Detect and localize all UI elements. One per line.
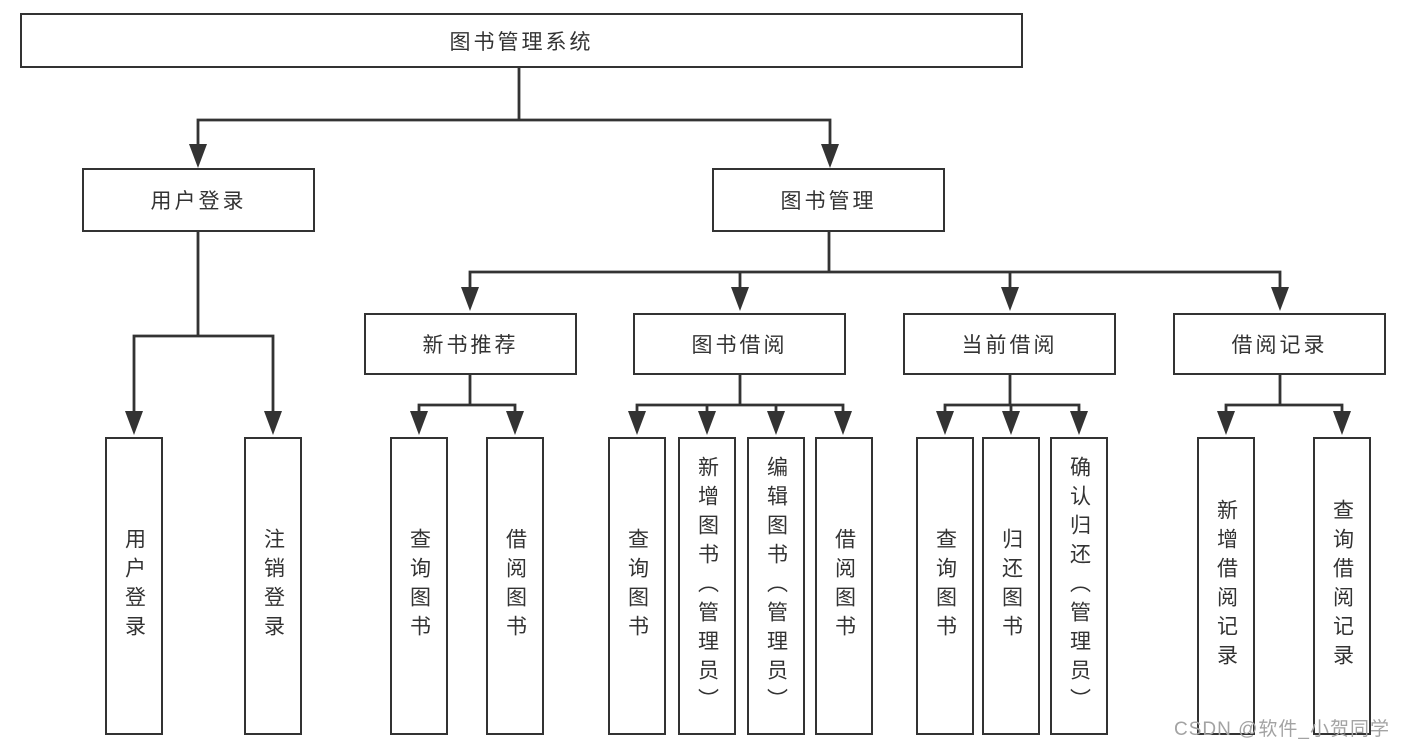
node-root-label: 图书管理系统 [449,30,594,54]
connector-user-login [132,230,275,422]
arrowhead-book-borrowing [731,287,749,311]
leaf-confirm-return-admin-label: 确认归还（管理员） [1067,455,1091,717]
leaf-query-books-rec: 查询图书 [390,437,448,735]
connector-book-management [468,230,1282,294]
node-borrow-records-label: 借阅记录 [1231,334,1328,357]
arrowhead-user-login [189,144,207,168]
node-book-management-label: 图书管理 [780,190,877,213]
leaf-confirm-return-admin: 确认归还（管理员） [1050,437,1108,735]
leaf-borrow-books-rec: 借阅图书 [486,437,544,735]
leaf-return-book: 归还图书 [982,437,1040,735]
leaf-borrow-books-borrow-label: 借阅图书 [832,528,856,644]
leaf-edit-book-admin: 编辑图书（管理员） [747,437,805,735]
leaf-logout-label: 注销登录 [261,528,285,644]
node-book-borrowing: 图书借阅 [633,313,846,375]
leaf-logout: 注销登录 [244,437,302,735]
node-borrow-records: 借阅记录 [1173,313,1386,375]
leaf-add-book-admin: 新增图书（管理员） [678,437,736,735]
leaf-borrow-books-rec-label: 借阅图书 [503,528,527,644]
connector-borrow-records [1224,373,1344,422]
leaf-borrow-books-borrow: 借阅图书 [815,437,873,735]
leaf-add-borrow-record: 新增借阅记录 [1197,437,1255,735]
arrowhead-leaf-query-books-rec [410,411,428,435]
leaf-edit-book-admin-label: 编辑图书（管理员） [764,455,788,717]
node-user-login-label: 用户登录 [150,190,247,213]
node-book-management: 图书管理 [712,168,945,232]
node-new-book-recommend-label: 新书推荐 [422,334,519,357]
arrowhead-leaf-borrow-books-rec [506,411,524,435]
node-root: 图书管理系统 [20,13,1023,68]
leaf-return-book-label: 归还图书 [999,528,1023,644]
node-current-borrowing: 当前借阅 [903,313,1116,375]
connector-book-borrowing [635,373,845,422]
leaf-add-book-admin-label: 新增图书（管理员） [695,455,719,717]
arrowhead-leaf-add-borrow-record [1217,411,1235,435]
arrowhead-leaf-query-books-borrow [628,411,646,435]
leaf-query-books-borrow-label: 查询图书 [625,528,649,644]
leaf-query-books-rec-label: 查询图书 [407,528,431,644]
leaf-user-login: 用户登录 [105,437,163,735]
leaf-query-borrow-record-label: 查询借阅记录 [1330,499,1354,673]
watermark: CSDN @软件_小贺同学 [1174,719,1390,740]
arrowhead-leaf-edit-book-admin [767,411,785,435]
leaf-add-borrow-record-label: 新增借阅记录 [1214,499,1238,673]
arrowhead-book-management [821,144,839,168]
leaf-query-books-current: 查询图书 [916,437,974,735]
connector-new-book-recommend [417,373,517,422]
arrowhead-current-borrowing [1001,287,1019,311]
node-new-book-recommend: 新书推荐 [364,313,577,375]
arrowhead-leaf-borrow-books-borrow [834,411,852,435]
arrowhead-leaf-logout [264,411,282,435]
arrowhead-leaf-return-book [1002,411,1020,435]
arrowhead-new-book-recommend [461,287,479,311]
arrowhead-leaf-query-books-current [936,411,954,435]
arrowhead-leaf-confirm-return-admin [1070,411,1088,435]
node-current-borrowing-label: 当前借阅 [961,334,1058,357]
node-book-borrowing-label: 图书借阅 [691,334,788,357]
leaf-query-borrow-record: 查询借阅记录 [1313,437,1371,735]
arrowhead-borrow-records [1271,287,1289,311]
arrowhead-leaf-add-book-admin [698,411,716,435]
arrowhead-leaf-query-borrow-record [1333,411,1351,435]
connector-root [196,66,832,150]
leaf-query-books-current-label: 查询图书 [933,528,957,644]
node-user-login: 用户登录 [82,168,315,232]
leaf-user-login-label: 用户登录 [122,528,146,644]
leaf-query-books-borrow: 查询图书 [608,437,666,735]
arrowhead-leaf-user-login [125,411,143,435]
